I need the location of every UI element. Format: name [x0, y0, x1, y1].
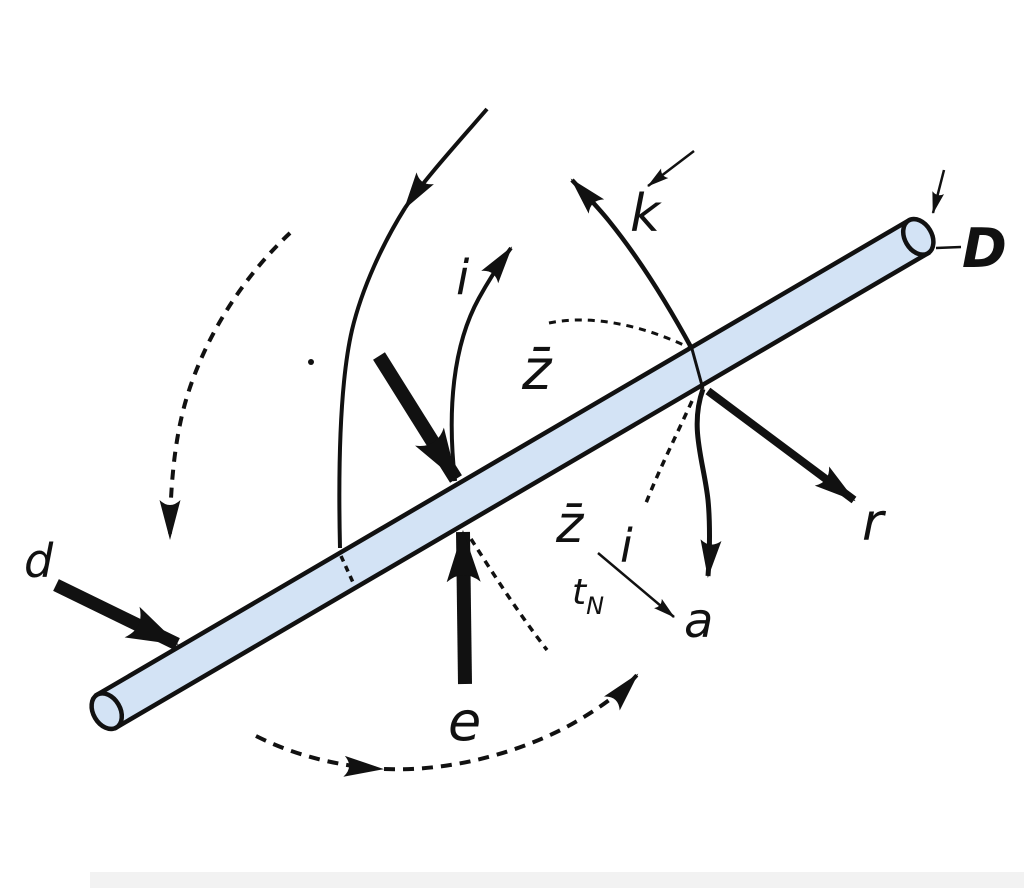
k-annotation-arrow: [647, 150, 695, 187]
rotation-arc-bottom-dashed-1: [255, 734, 384, 777]
label-d: d: [24, 534, 54, 588]
rod-body: [94, 217, 931, 731]
rotation-arc-right-hidden-dashed: [644, 400, 694, 504]
scan-artifact-band: [90, 872, 1024, 888]
rotation-arc-mid-upper: [403, 107, 489, 210]
rod-end-cap-right: [900, 216, 936, 257]
rotation-arc-left-dashed: [159, 231, 292, 540]
label-D: D: [962, 217, 1007, 280]
d-end-annotation-arrow: [931, 169, 946, 214]
k-arc-rod-connector: [690, 348, 705, 390]
rod-end-cap-left: [89, 691, 125, 732]
hidden-arc-near-e-dashed: [469, 538, 549, 652]
label-t-sub: N: [586, 592, 604, 620]
r-vector-arrow: [705, 387, 857, 504]
print-dot: [308, 359, 314, 365]
label-r: r: [862, 493, 887, 553]
force-arrow-d: [53, 579, 180, 650]
k-curved-arrow: [570, 178, 694, 351]
z-bar-leader-dashed: [548, 318, 691, 350]
label-t-main: t: [572, 572, 588, 613]
rod: [89, 216, 936, 732]
label-a: a: [684, 593, 713, 649]
force-arrow-e: [446, 530, 481, 685]
label-i-mid: i: [456, 250, 470, 306]
rotation-arc-bottom-dashed-2: [383, 673, 639, 772]
label-k: k: [630, 184, 662, 244]
label-t-n: tN: [572, 572, 604, 620]
d-label-leader-line: [935, 245, 962, 250]
a-direction-arrow: [597, 552, 675, 618]
label-z-bar-right: z̄: [555, 495, 585, 555]
force-arrow-mid: [373, 352, 462, 483]
label-i-right: i: [620, 519, 633, 573]
label-e: e: [448, 690, 481, 753]
label-z-bar-mid: z̄: [521, 338, 553, 403]
rotation-arrow-right-down: [694, 388, 722, 578]
rotation-arc-mid-lower: [337, 206, 407, 549]
